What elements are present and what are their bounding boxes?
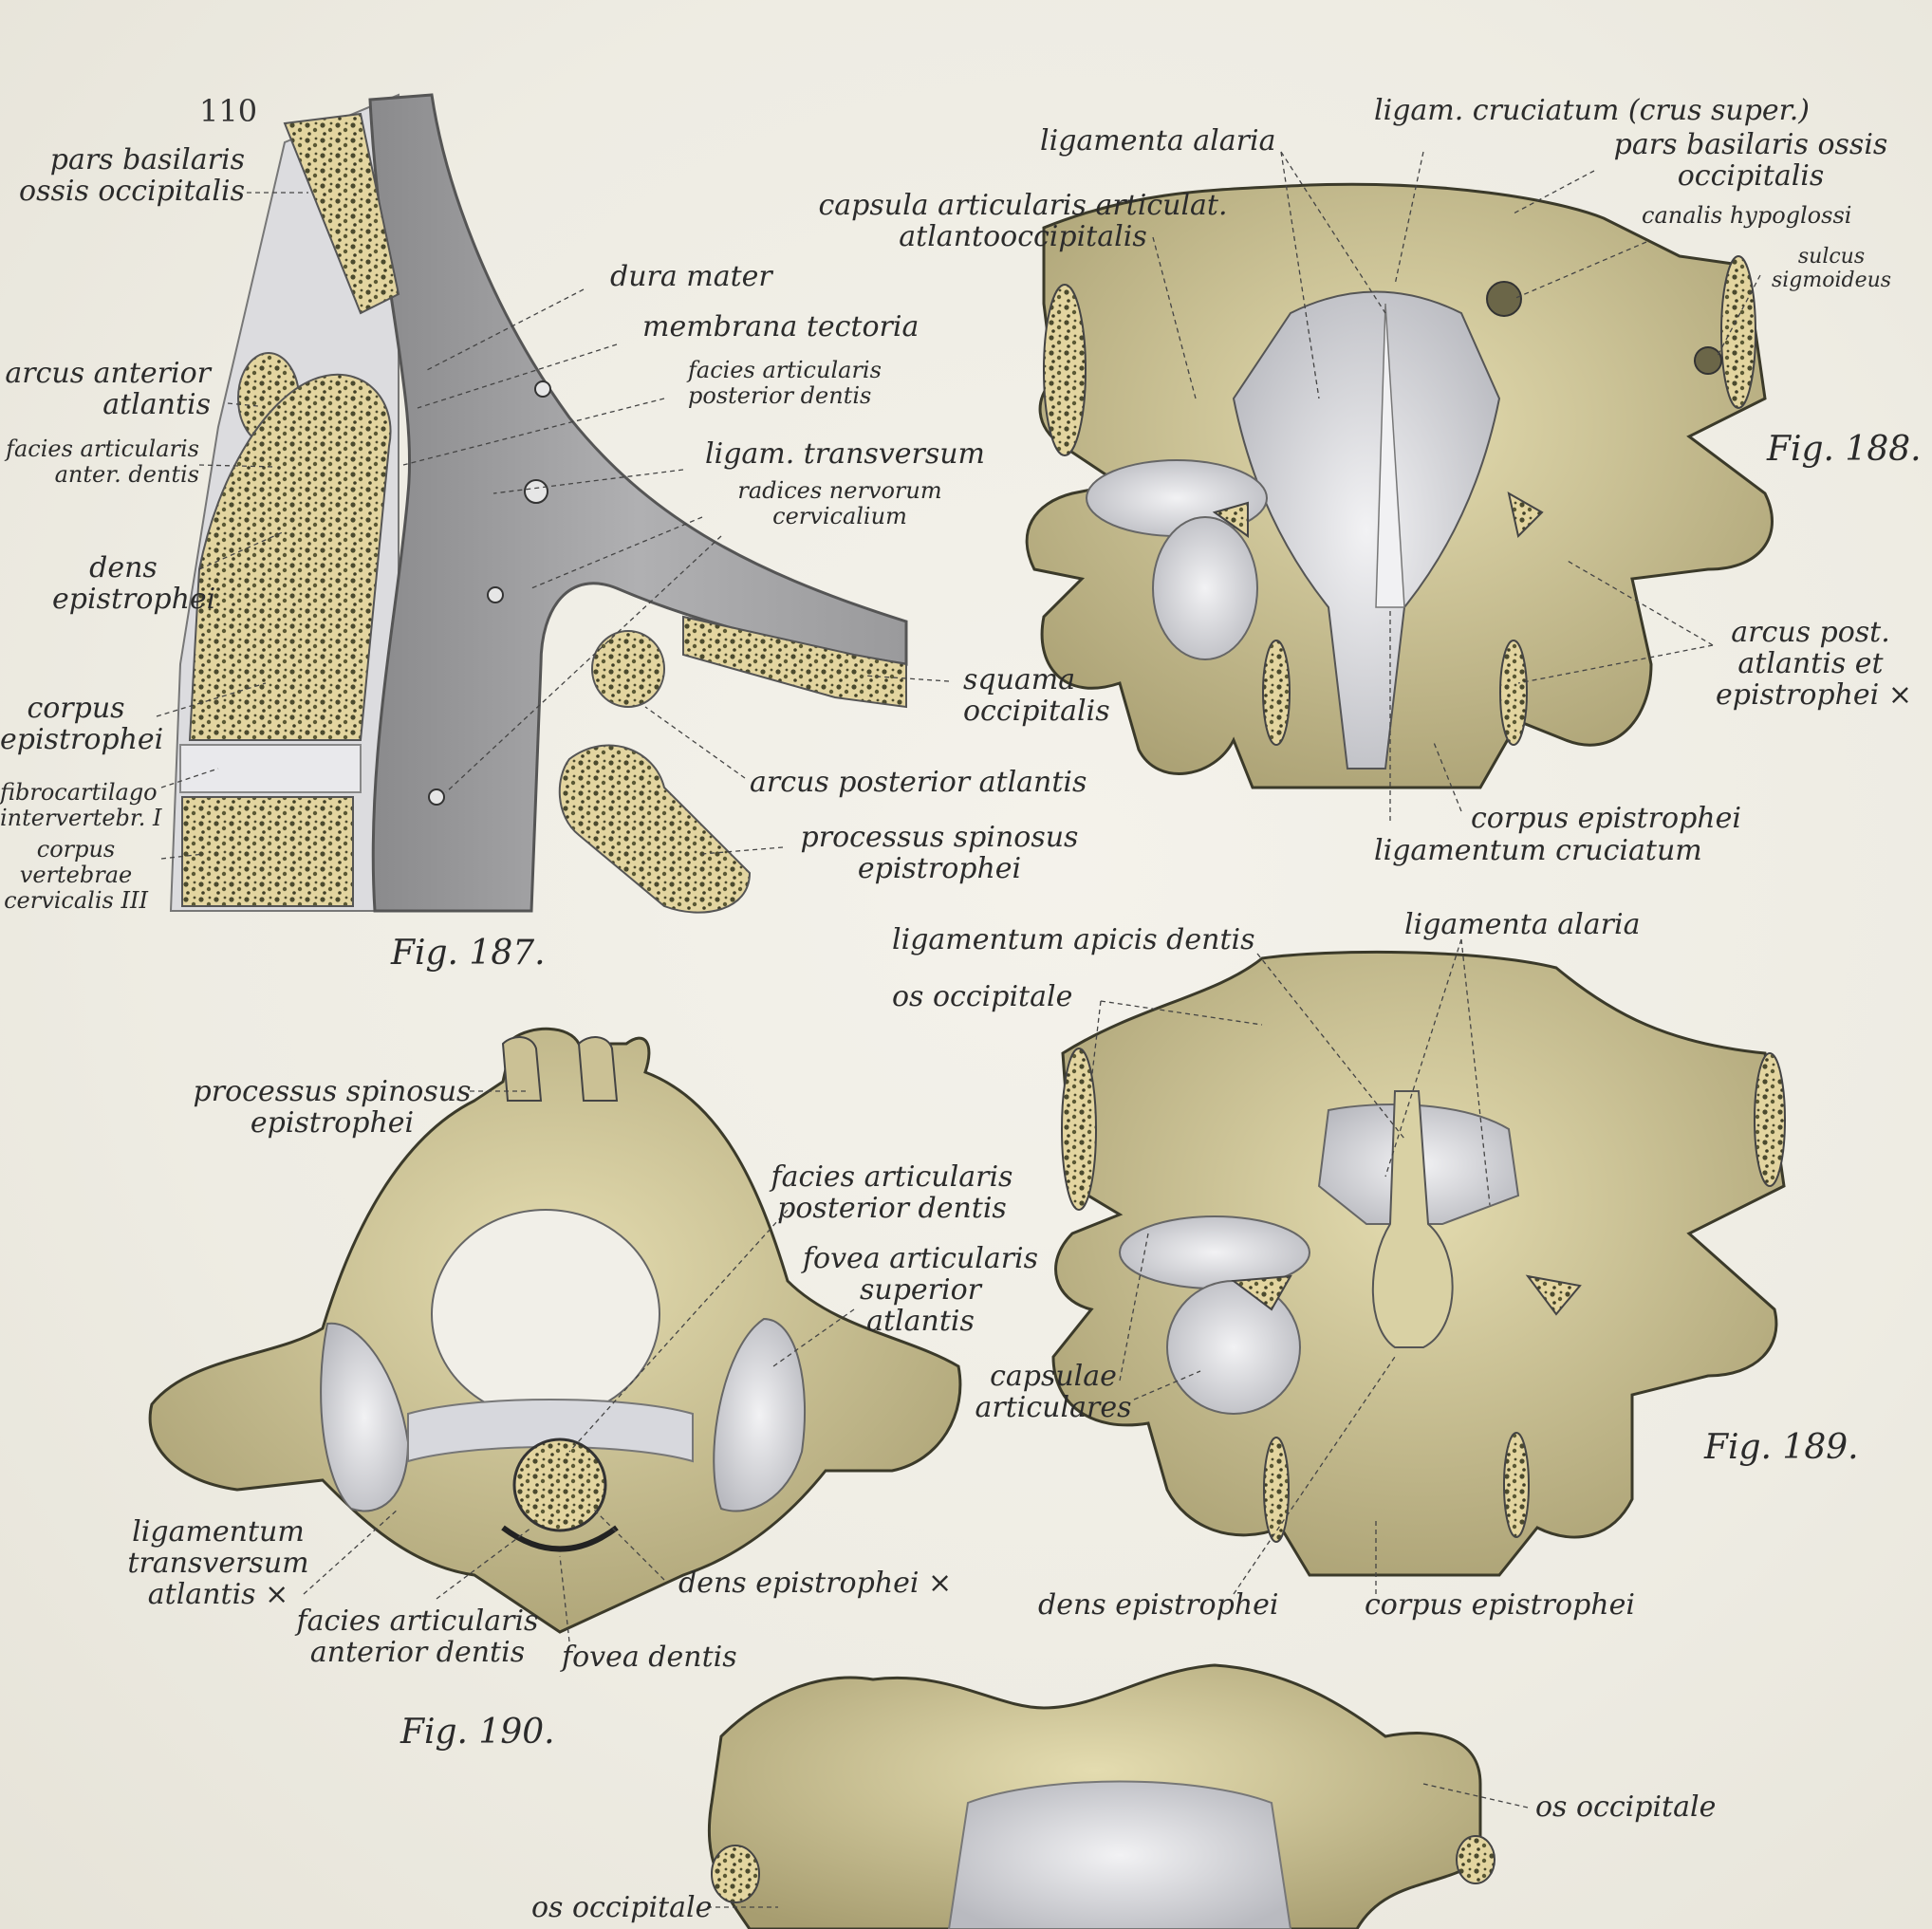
- label-arcus-posterior: arcus posterior atlantis: [750, 766, 1087, 799]
- label-dura-mater: dura mater: [610, 260, 772, 293]
- fig188-drawing: [1025, 151, 1774, 821]
- label-corpus-epistrophei-189: corpus epistrophei: [1365, 1588, 1635, 1622]
- label-facies-post-dentis: facies articularis posterior dentis: [688, 357, 882, 409]
- label-fibrocartilago: fibrocartilago intervertebr. I: [0, 779, 162, 831]
- label-squama-occipitalis: squama occipitalis: [963, 663, 1110, 728]
- label-os-occipitale-191-left: os occipitale: [531, 1891, 713, 1924]
- label-fovea-dentis: fovea dentis: [562, 1641, 737, 1674]
- label-dens-epistrophei: dens epistrophei: [52, 551, 216, 616]
- label-fovea-articularis: fovea articularis superior atlantis: [802, 1242, 1039, 1338]
- label-ligamenta-alaria-188: ligamenta alaria: [1040, 124, 1276, 158]
- label-dens-epistrophei-190: dens epistrophei ×: [678, 1567, 953, 1600]
- fig190-drawing: [148, 1027, 962, 1642]
- label-facies-anterior-190: facies articularis anterior dentis: [296, 1604, 539, 1669]
- caption-fig-190: Fig. 190.: [400, 1713, 555, 1752]
- caption-fig-188: Fig. 188.: [1767, 430, 1922, 469]
- caption-fig-187: Fig. 187.: [391, 934, 546, 973]
- label-ligamenta-alaria-189: ligamenta alaria: [1404, 908, 1641, 941]
- label-os-occipitale-189: os occipitale: [892, 980, 1073, 1013]
- fig191-drawing: [707, 1663, 1529, 1929]
- label-os-occipitale-191-right: os occipitale: [1535, 1790, 1717, 1824]
- label-arcus-post: arcus post. atlantis et epistrophei ×: [1716, 616, 1912, 712]
- label-corpus-epistrophei-188: corpus epistrophei: [1471, 802, 1741, 835]
- label-ligamentum-transversum: ligamentum transversum atlantis ×: [127, 1515, 309, 1611]
- label-pars-basilaris: pars basilaris ossis occipitalis: [19, 143, 245, 208]
- label-ligamentum-cruciatum: ligamentum cruciatum: [1374, 834, 1702, 867]
- label-ligam-transversum: ligam. transversum: [705, 437, 986, 471]
- fig187-drawing: [156, 93, 950, 914]
- label-processus-spinosus-190: processus spinosus epistrophei: [193, 1075, 472, 1140]
- caption-fig-189: Fig. 189.: [1704, 1428, 1859, 1467]
- label-facies-posterior-190: facies articularis posterior dentis: [771, 1160, 1013, 1225]
- label-radices: radices nervorum cervicalium: [737, 477, 942, 529]
- label-sulcus-sigmoideus: sulcus sigmoideus: [1771, 245, 1892, 292]
- label-ligamentum-apicis: ligamentum apicis dentis: [892, 923, 1255, 956]
- label-corpus-vertebrae: corpus vertebrae cervicalis III: [4, 836, 148, 914]
- page-number: 110: [199, 93, 258, 129]
- label-dens-epistrophei-189: dens epistrophei: [1038, 1588, 1279, 1622]
- label-membrana-tectoria: membrana tectoria: [642, 310, 920, 343]
- label-capsula-articularis: capsula articularis articulat. atlantooc…: [818, 189, 1228, 253]
- label-pars-basilaris-188: pars basilaris ossis occipitalis: [1613, 128, 1888, 193]
- label-capsulae-articulares: capsulae articulares: [975, 1360, 1132, 1424]
- label-cruciatum-super: ligam. cruciatum (crus super.): [1374, 94, 1810, 127]
- label-corpus-epistrophei-187: corpus epistrophei: [0, 692, 164, 756]
- label-facies-anter-dentis: facies articularis anter. dentis: [6, 436, 199, 488]
- label-processus-spinosus-187: processus spinosus epistrophei: [800, 821, 1079, 885]
- label-canalis-hypoglossi: canalis hypoglossi: [1642, 202, 1852, 229]
- fig189-drawing: [1051, 938, 1786, 1595]
- label-arcus-anterior: arcus anterior atlantis: [5, 357, 211, 421]
